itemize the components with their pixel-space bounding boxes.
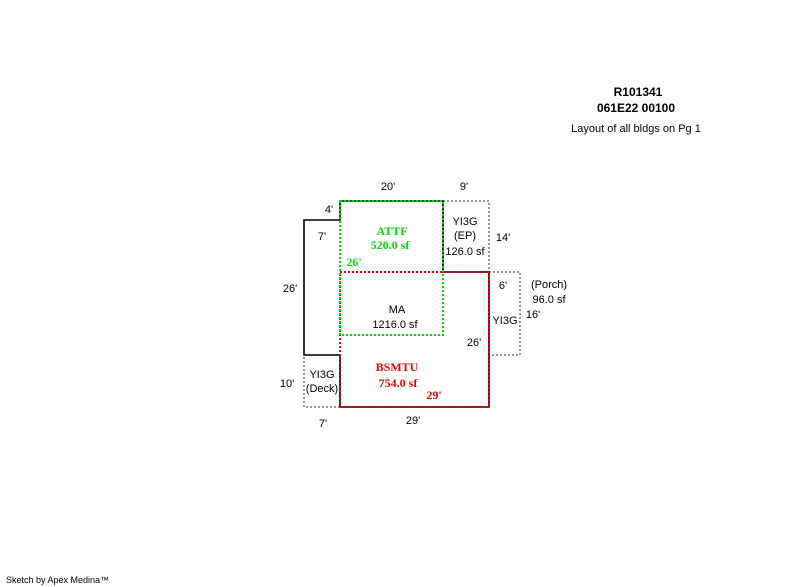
- porch-dim-top: 6': [499, 280, 507, 292]
- dim-top-main: 20': [381, 181, 395, 193]
- ep-sub: (EP): [454, 230, 476, 242]
- bsmtu-dim: 29': [426, 388, 441, 402]
- deck-dim-left: 10': [280, 378, 294, 390]
- attf-outline: [339, 200, 444, 336]
- porch-code: YI3G: [492, 315, 517, 327]
- dim-bottom-main: 29': [406, 415, 420, 427]
- dim-right-main: 26': [467, 337, 481, 349]
- map-number: 061E22 00100: [597, 101, 675, 115]
- bsmtu-code: BSMTU: [376, 360, 419, 374]
- attf-code: ATTF: [376, 224, 407, 238]
- deck-outline: [303, 354, 341, 408]
- porch-sub: (Porch): [531, 279, 567, 291]
- ep-dim-top: 9': [460, 181, 468, 193]
- dim-left-upper: 7': [318, 231, 326, 243]
- deck-sub: (Deck): [306, 383, 338, 395]
- ep-area: 126.0 sf: [445, 246, 485, 258]
- deck-dim-bottom: 7': [319, 418, 327, 430]
- bsmtu-area: 754.0 sf: [379, 376, 419, 390]
- ep-dim-right: 14': [496, 232, 510, 244]
- ep-code: YI3G: [452, 216, 477, 228]
- attf-dim: 26': [346, 255, 361, 269]
- ma-area: 1216.0 sf: [372, 319, 418, 331]
- footer-credit: Sketch by Apex Medina™: [6, 575, 109, 585]
- porch-area: 96.0 sf: [532, 294, 566, 306]
- dim-top-step: 4': [325, 204, 333, 216]
- attf-area: 520.0 sf: [371, 238, 411, 252]
- parcel-id: R101341: [614, 85, 663, 99]
- porch-dim-right: 16': [526, 309, 540, 321]
- bsmtu-outline: [339, 271, 490, 408]
- ma-code: MA: [389, 304, 406, 316]
- deck-code: YI3G: [309, 369, 334, 381]
- layout-note: Layout of all bldgs on Pg 1: [571, 123, 701, 135]
- dim-left-main: 26': [283, 283, 297, 295]
- porch-outline: [488, 271, 521, 356]
